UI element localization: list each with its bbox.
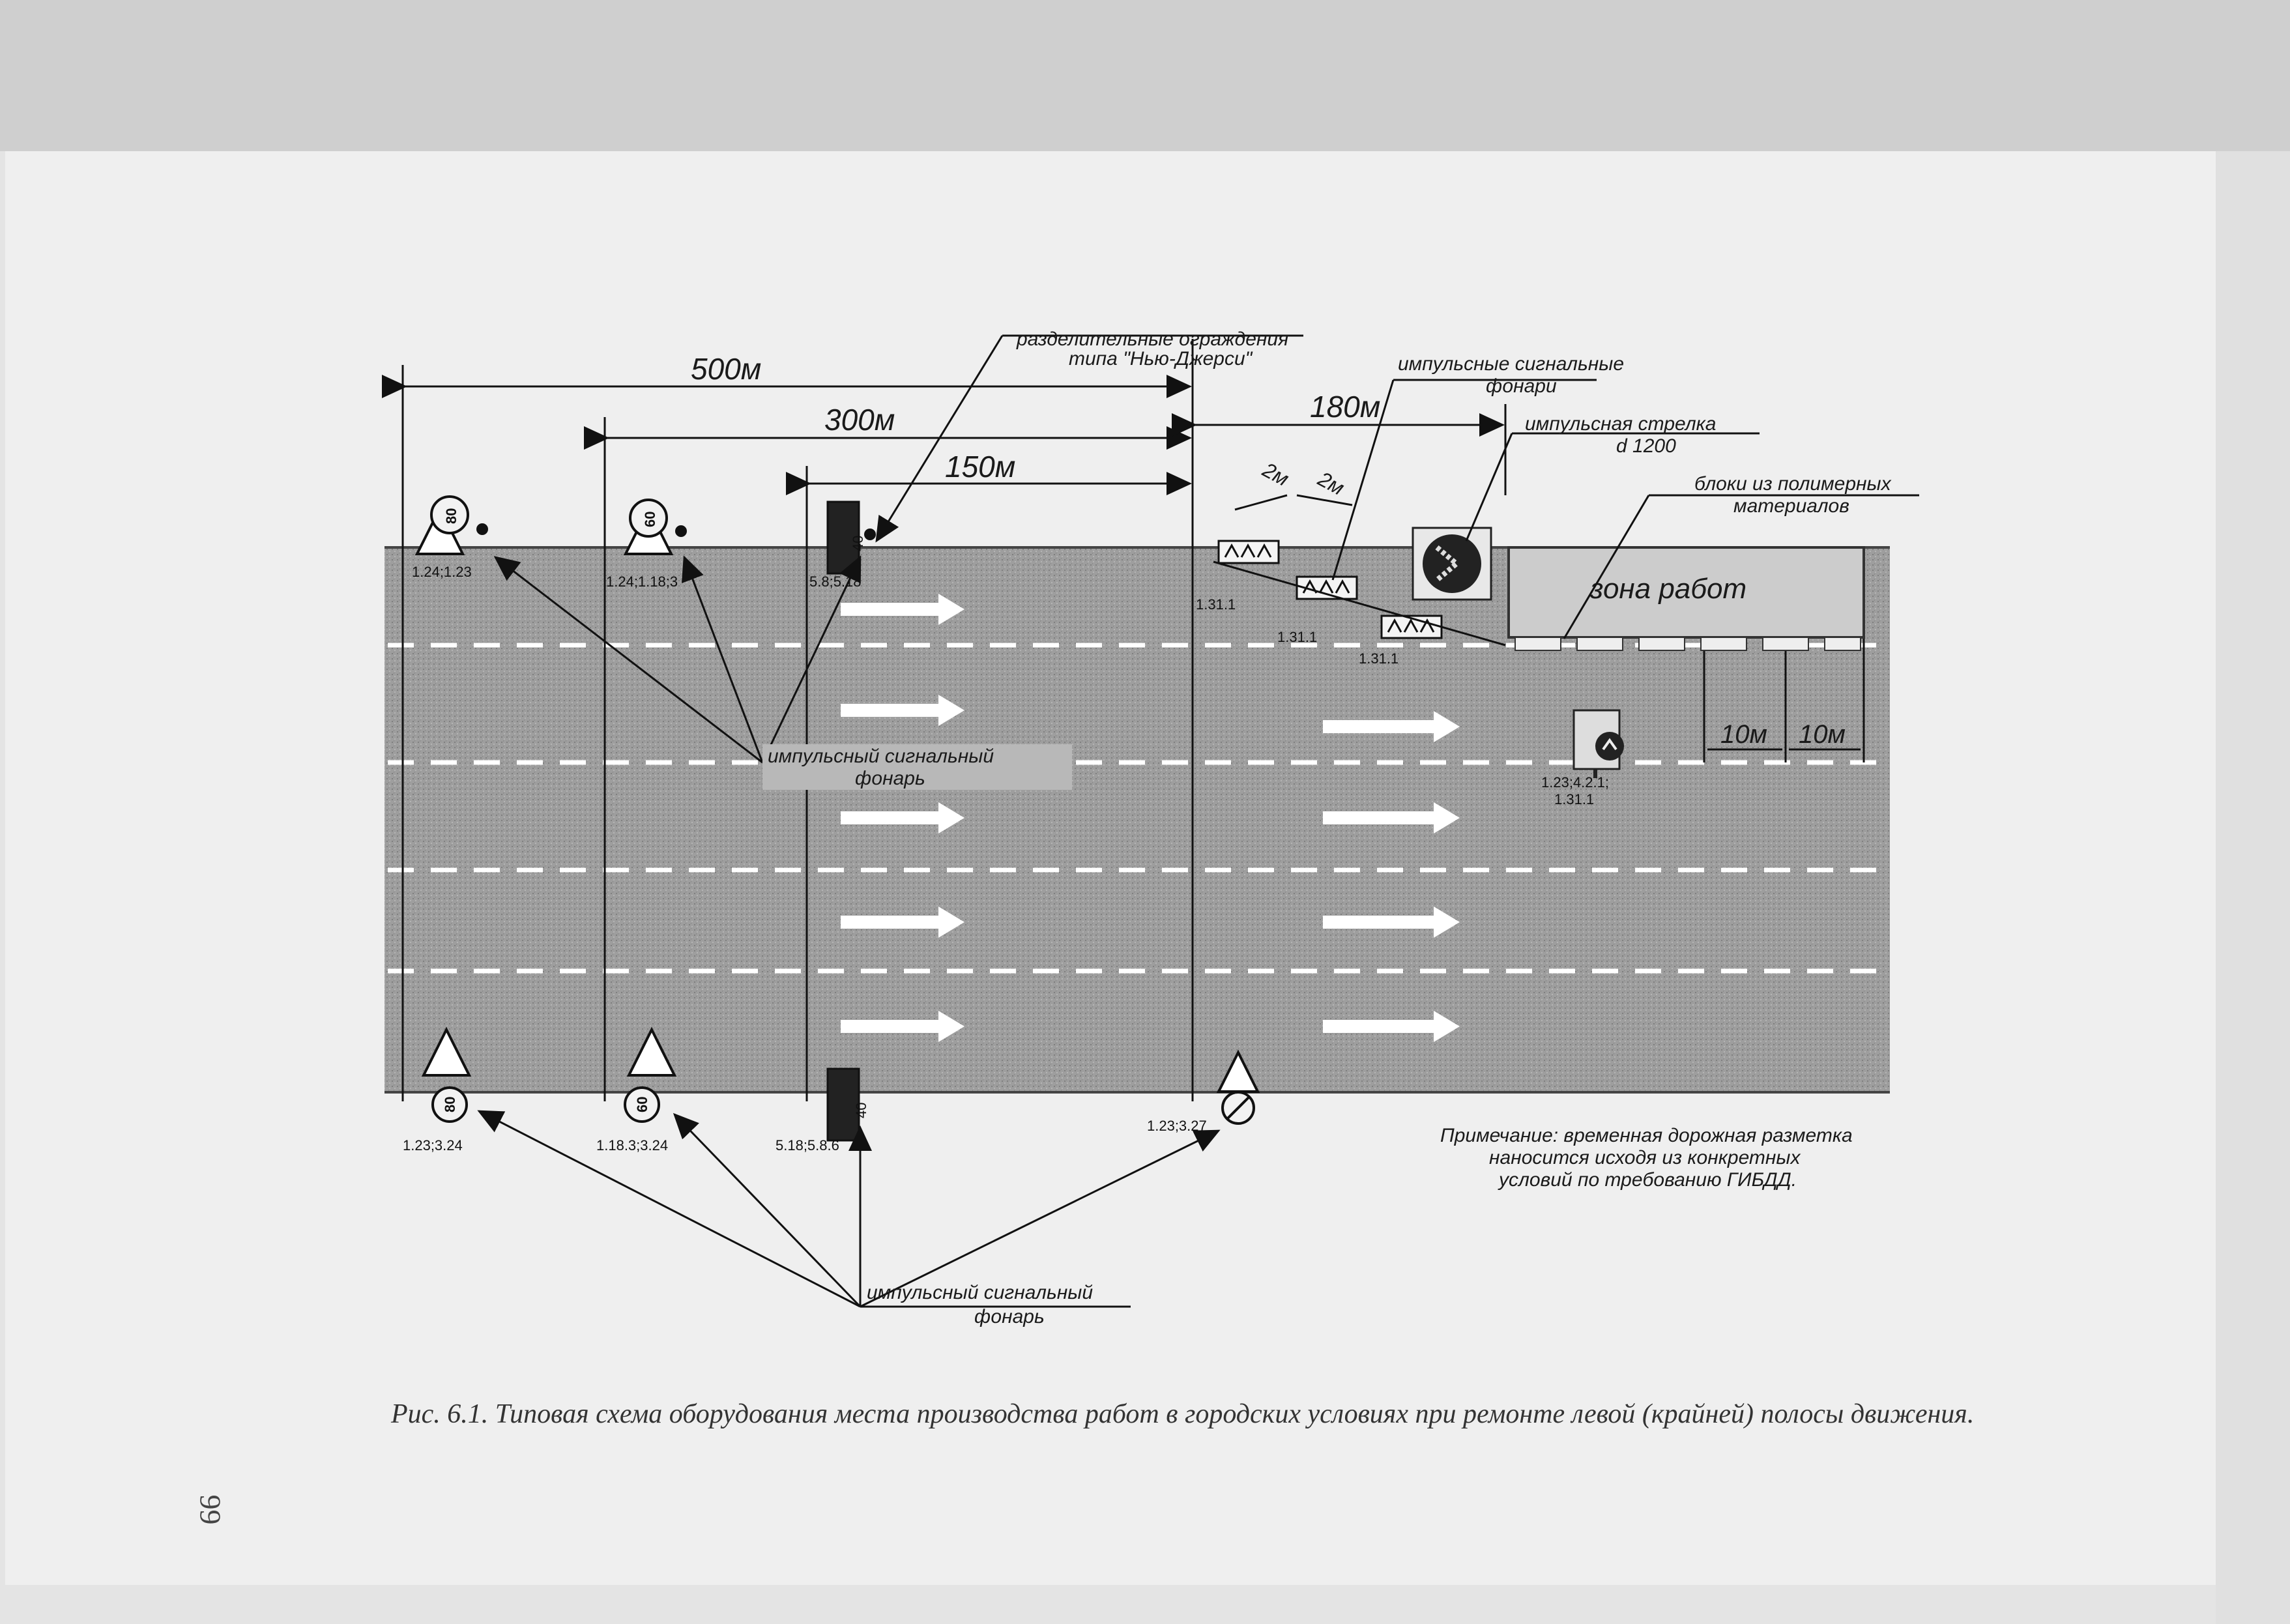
traffic-arrows bbox=[841, 594, 1460, 1042]
sign-code-chevron-1: 1.31.1 bbox=[1196, 596, 1236, 613]
label-barriers-line1: разделительные ограждения bbox=[1016, 328, 1288, 350]
polymer-blocks bbox=[1515, 637, 1861, 651]
svg-text:60: 60 bbox=[642, 512, 658, 527]
warning-triangle-icon bbox=[421, 1026, 472, 1077]
sign-code-bottom-4: 1.23;3.27 bbox=[1147, 1118, 1207, 1134]
label-barriers-line2: типа "Нью-Джерси" bbox=[1069, 348, 1253, 370]
label-blocks-line2: материалов bbox=[1733, 495, 1849, 517]
dimension-lines bbox=[382, 375, 1865, 762]
lane-markings bbox=[388, 643, 1877, 974]
zone-sign-arrow-glyph bbox=[1602, 738, 1617, 751]
mid-lamp-label-background bbox=[762, 744, 1072, 790]
svg-text:40: 40 bbox=[853, 1103, 869, 1118]
label-mid-lamp-line2: фонарь bbox=[855, 768, 925, 789]
note-line1: Примечание: временная дорожная разметка bbox=[1440, 1125, 1853, 1146]
label-bottom-lamp-line2: фонарь bbox=[974, 1306, 1045, 1327]
impulse-arrow-chevron bbox=[1435, 545, 1461, 583]
sign-code-top-1: 1.24;1.23 bbox=[412, 564, 472, 580]
figure-caption: Рис. 6.1. Типовая схема оборудования мес… bbox=[391, 1399, 1975, 1429]
label-blocks-line1: блоки из полимерных bbox=[1694, 473, 1892, 495]
sign-code-top-2: 1.24;1.18;3 bbox=[606, 573, 678, 590]
label-mid-lamp-line1: импульсный сигнальный bbox=[768, 746, 994, 767]
dimension-10m-second: 10м bbox=[1799, 720, 1846, 749]
work-zone-label: зона работ bbox=[1589, 573, 1746, 605]
dimension-2m-first: 2м bbox=[1258, 457, 1293, 491]
sign-group-bottom-end bbox=[1216, 1049, 1260, 1125]
speed-limit-80-sign bbox=[431, 1086, 468, 1123]
note-line3: условий по требованию ГИБДД. bbox=[1498, 1169, 1797, 1191]
sign-code-bottom-1: 1.23;3.24 bbox=[403, 1137, 463, 1153]
scan-top-band bbox=[0, 0, 2290, 151]
zone-arrow-sign-icon bbox=[1595, 732, 1624, 761]
sign-code-bottom-2: 1.18.3;3.24 bbox=[596, 1137, 668, 1153]
label-arrow-line2: d 1200 bbox=[1616, 435, 1676, 457]
svg-text:60: 60 bbox=[634, 1097, 650, 1112]
speed-limit-60-sign bbox=[624, 1086, 660, 1123]
dimension-10m-first: 10м bbox=[1720, 720, 1767, 749]
work-zone-area bbox=[1507, 546, 1865, 639]
sign-group-top-60: 60 bbox=[623, 499, 687, 555]
dimension-180m: 180м bbox=[1310, 390, 1380, 424]
dimension-300m: 300м bbox=[824, 403, 895, 437]
dimension-500m: 500м bbox=[691, 352, 761, 386]
label-bottom-lamp-line1: импульсный сигнальный bbox=[867, 1282, 1093, 1303]
chevron-barriers bbox=[1213, 540, 1506, 646]
sign-code-bottom-3: 5.18;5.8.6 bbox=[775, 1137, 839, 1153]
sign-group-top-80: 80 bbox=[414, 495, 488, 555]
label-lamps-line1: импульсные сигнальные bbox=[1398, 353, 1624, 375]
svg-text:80: 80 bbox=[442, 1097, 458, 1112]
dimension-2m-second: 2м bbox=[1314, 467, 1348, 500]
sign-code-zone-2: 1.31.1 bbox=[1554, 791, 1594, 807]
signal-lamp-icon bbox=[864, 529, 876, 540]
impulse-arrow-icon bbox=[1423, 534, 1481, 593]
sign-code-top-3: 5.8;5.18 bbox=[809, 573, 862, 590]
warning-triangle-icon bbox=[626, 1026, 677, 1077]
callout-leaders bbox=[477, 334, 1919, 1308]
sign-code-zone-1: 1.23;4.2.1; bbox=[1541, 774, 1609, 790]
sign-group-bottom-80: 80 bbox=[421, 1026, 472, 1123]
sign-code-chevron-2: 1.31.1 bbox=[1277, 629, 1317, 645]
signal-lamp-icon bbox=[675, 525, 687, 537]
svg-text:80: 80 bbox=[443, 508, 459, 524]
signal-lamp-icon bbox=[476, 523, 488, 535]
svg-text:40: 40 bbox=[850, 536, 866, 551]
label-arrow-line1: импульсная стрелка bbox=[1525, 413, 1716, 435]
page-number: 99 bbox=[194, 1494, 227, 1525]
label-lamps-line2: фонари bbox=[1486, 375, 1557, 397]
speed-limit-80-sign bbox=[430, 495, 469, 534]
zone-sign-post bbox=[1593, 769, 1597, 778]
sign-group-bottom-60: 60 bbox=[624, 1026, 677, 1123]
page-edge bbox=[2216, 151, 2290, 1624]
note-line2: наносится исходя из конкретных bbox=[1489, 1147, 1801, 1168]
sign-code-chevron-3: 1.31.1 bbox=[1359, 650, 1399, 667]
dimension-150m: 150м bbox=[945, 450, 1015, 484]
speed-limit-60-sign bbox=[629, 499, 668, 538]
